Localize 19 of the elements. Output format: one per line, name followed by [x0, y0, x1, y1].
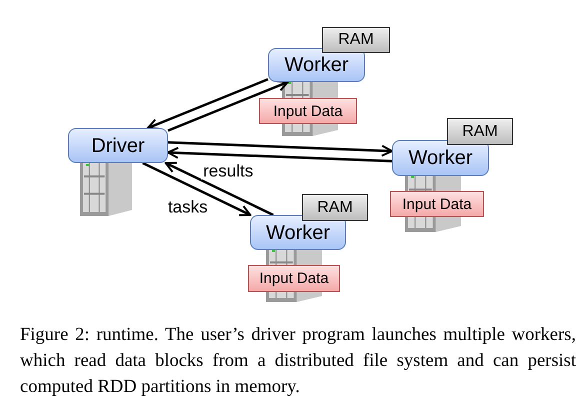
process-box: Worker: [268, 48, 365, 82]
arrow: [168, 80, 289, 132]
process-box: Worker: [250, 215, 346, 250]
data-box: Input Data: [390, 191, 484, 217]
arrow: [164, 162, 274, 216]
arrow: [168, 141, 393, 157]
edge-label: tasks: [166, 198, 210, 216]
memory-box: RAM: [322, 27, 390, 53]
arrow: [167, 146, 392, 162]
memory-box: RAM: [447, 118, 513, 145]
process-box: Worker: [392, 140, 489, 176]
memory-box: RAM: [302, 194, 368, 221]
process-box: Driver: [68, 128, 168, 163]
caption: Figure 2: runtime. The user’s driver program launches multiple workers, which read data blocks from a distributed file system and can persist computed RDD partitions in memory.: [20, 324, 576, 399]
data-box: Input Data: [248, 265, 340, 292]
arrow: [142, 162, 252, 216]
data-box: Input Data: [259, 98, 357, 124]
arrow: [146, 78, 268, 130]
edge-label: results: [201, 162, 256, 180]
